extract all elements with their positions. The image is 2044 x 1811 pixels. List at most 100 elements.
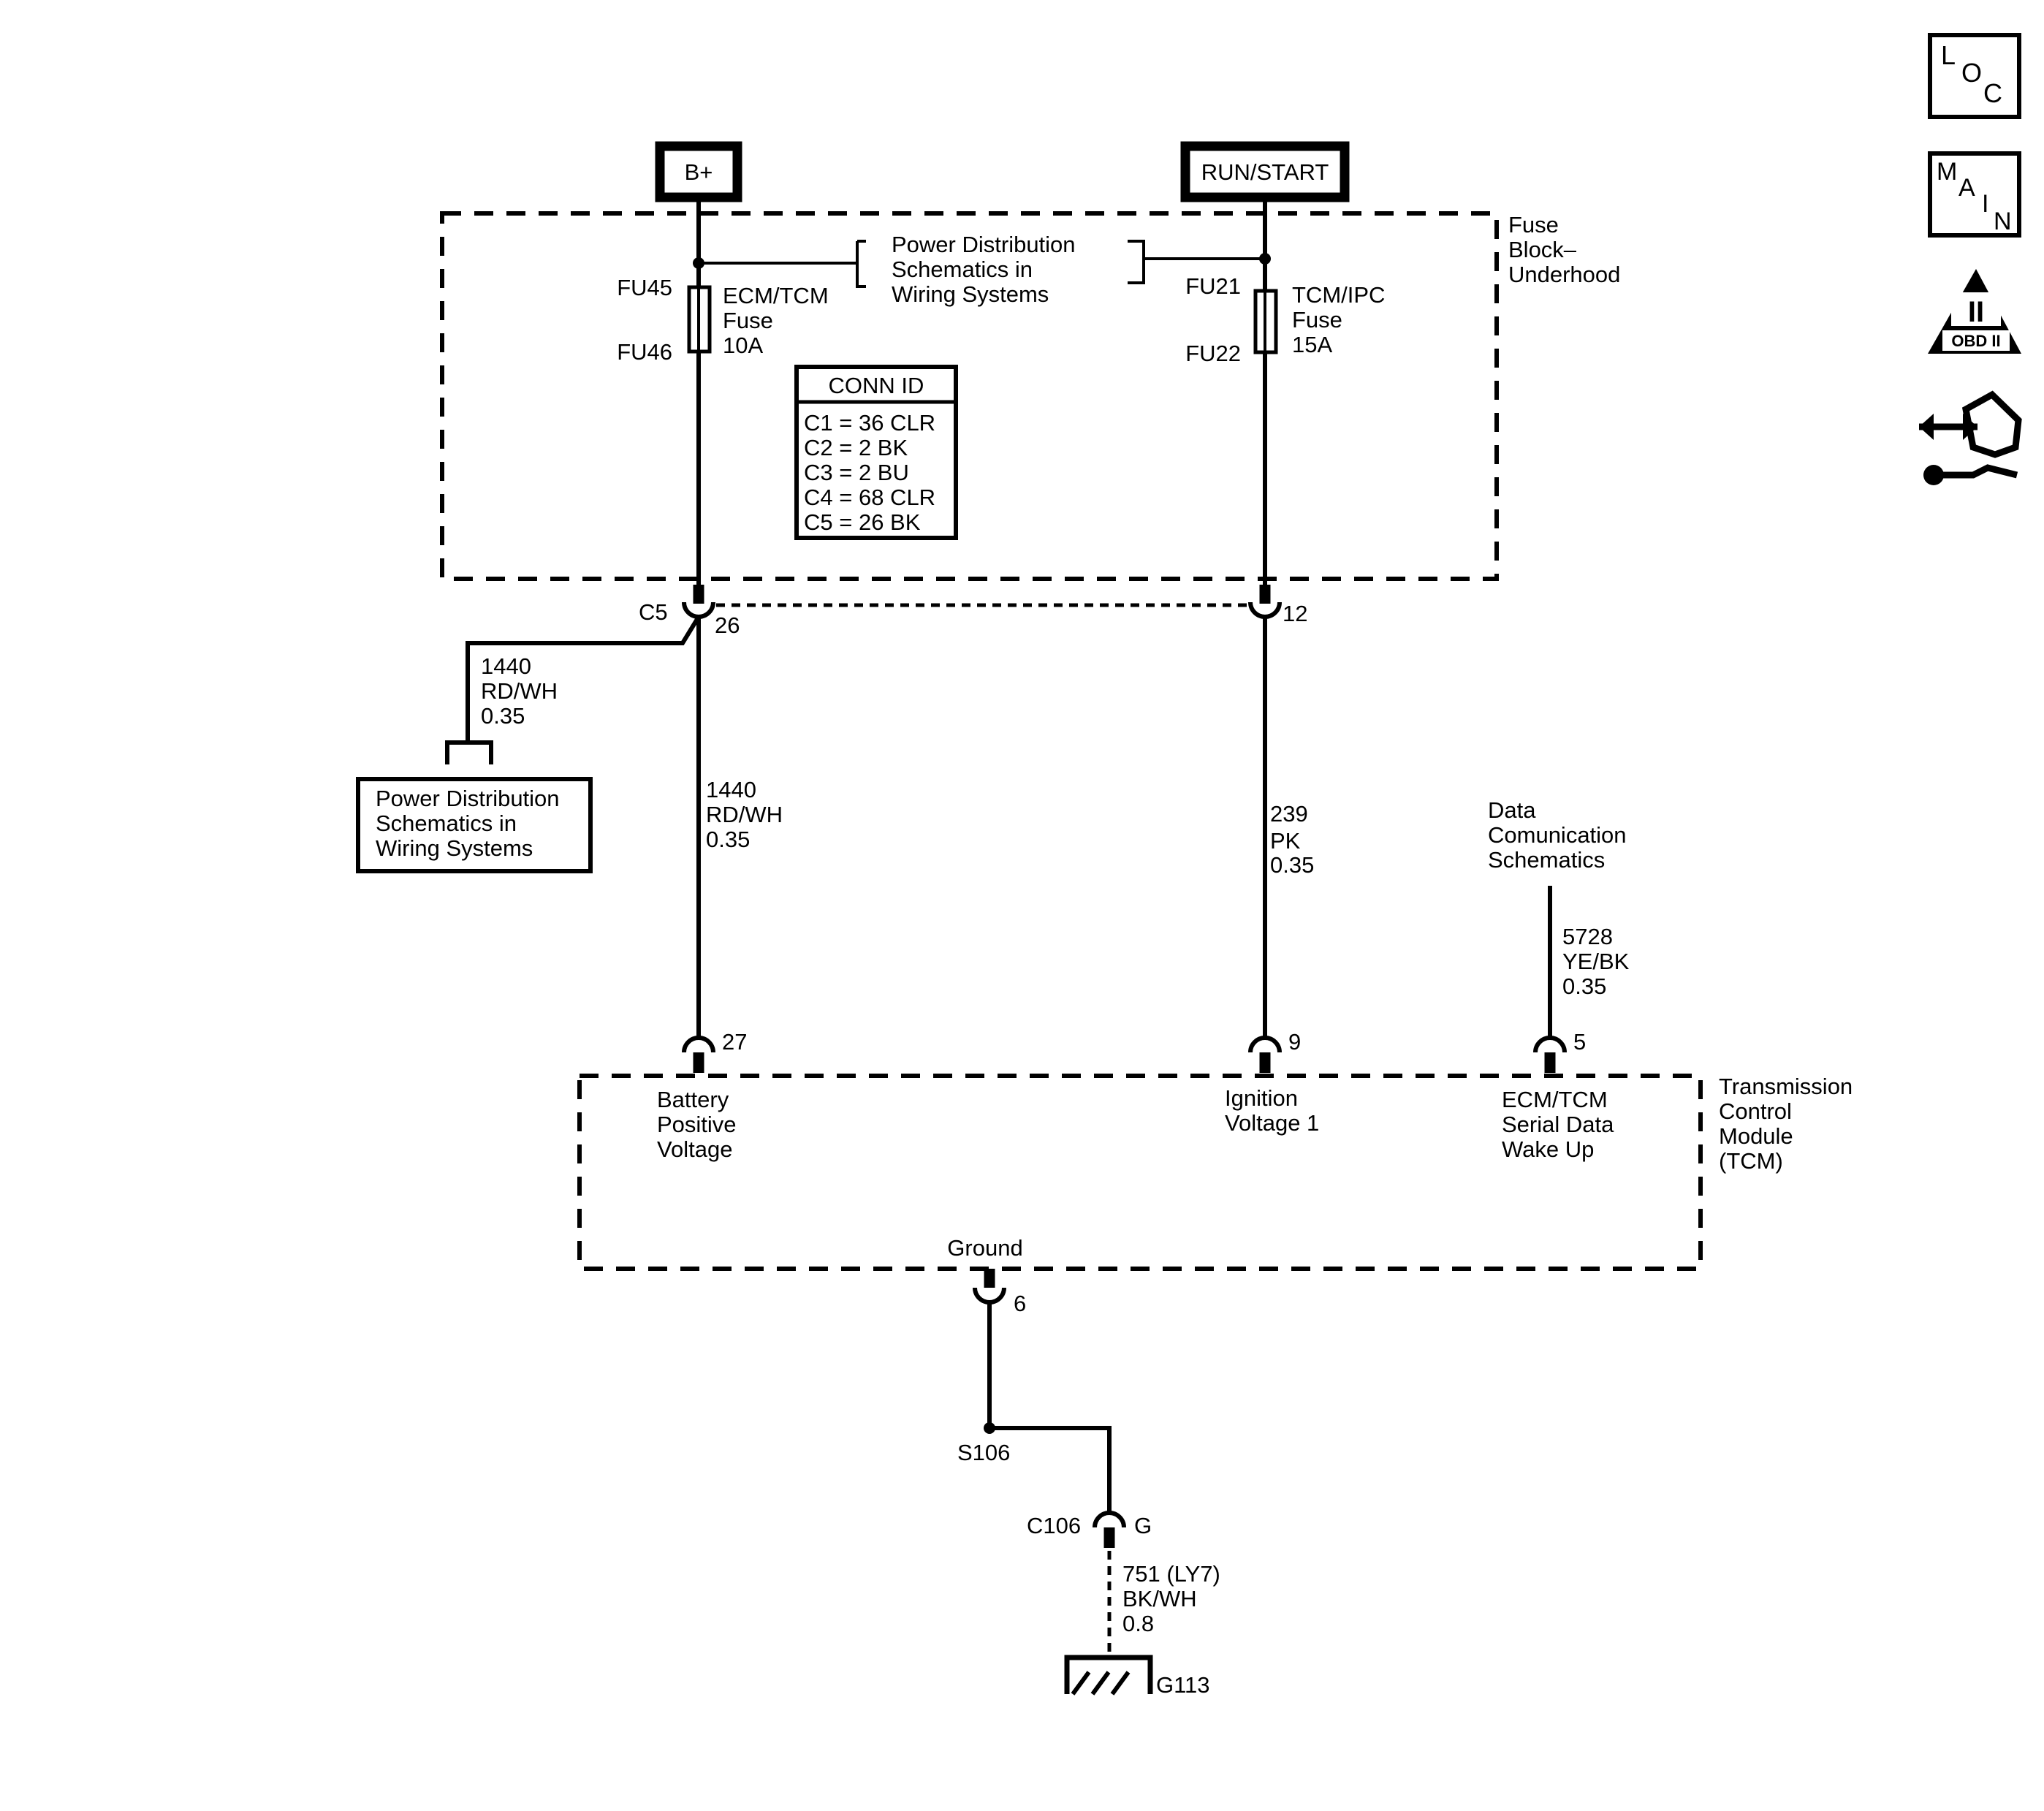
branch-wire-size: 0.35 — [481, 703, 525, 729]
conn-id-row: C4 = 68 CLR — [804, 485, 935, 510]
tcm-input-bat-1: Battery — [657, 1087, 729, 1112]
data-comm-line-1: Data — [1488, 797, 1536, 823]
tcm-input-data-2: Serial Data — [1502, 1112, 1614, 1137]
conn-id-row: C3 = 2 BU — [804, 460, 909, 485]
c5-pin-26-socket — [682, 601, 715, 619]
tcm-ipc-fuse[interactable] — [1253, 289, 1278, 354]
loc-icon[interactable]: L O C — [1928, 33, 2021, 119]
fuse-block-label-1: Fuse — [1508, 212, 1559, 238]
fuse-right-line-2: Fuse — [1292, 307, 1342, 333]
tcm-label-2: Control — [1719, 1098, 1792, 1124]
wire-bat-circuit: 1440 — [706, 777, 756, 802]
wire-ign-circuit: 239 — [1270, 801, 1308, 827]
fuse-block-outline — [440, 211, 1499, 581]
main-icon-m: M — [1937, 158, 1957, 186]
wire-1440-branch[interactable] — [466, 615, 701, 743]
branch-wire-color: RD/WH — [481, 678, 558, 704]
pd-bracket-right — [1128, 240, 1145, 284]
conn-id-row: C5 = 26 BK — [804, 509, 921, 535]
run-start-source[interactable]: RUN/START — [1180, 141, 1350, 202]
ground-wire[interactable] — [987, 1301, 1112, 1513]
pd-top-line-3: Wiring Systems — [892, 281, 1049, 307]
c106-socket — [1093, 1511, 1126, 1528]
tcm-input-ign-1: Ignition — [1225, 1085, 1298, 1111]
tcm-input-ground: Ground — [947, 1235, 1022, 1261]
c5-label: C5 — [639, 599, 668, 625]
conn-id-row: C1 = 36 CLR — [804, 410, 935, 436]
tcm-pin-6-label: 6 — [1014, 1291, 1026, 1316]
tcm-pin-6-socket — [973, 1287, 1006, 1305]
ecm-tcm-fuse[interactable] — [687, 285, 712, 354]
obd-ii-icon[interactable]: II OBD II — [1928, 269, 2021, 354]
fuse-left-top-id: FU45 — [617, 275, 672, 300]
tcm-input-data-3: Wake Up — [1502, 1136, 1594, 1162]
c5-pin-12: 12 — [1283, 601, 1307, 626]
branch-wire-circuit: 1440 — [481, 653, 531, 679]
c106-pin-label: G — [1134, 1513, 1152, 1538]
wire-ground-circuit: 751 (LY7) — [1122, 1561, 1220, 1587]
wire-ground-color: BK/WH — [1122, 1586, 1197, 1611]
fuse-block-label-2: Block– — [1508, 237, 1577, 262]
c5-pin-26: 26 — [715, 612, 740, 638]
power-distribution-ref-bottom[interactable]: Power Distribution Schematics in Wiring … — [356, 777, 593, 873]
tcm-input-data-1: ECM/TCM — [1502, 1087, 1608, 1112]
tcm-label-4: (TCM) — [1719, 1148, 1783, 1174]
tcm-input-bat-3: Voltage — [657, 1136, 732, 1162]
pd-top-line-1: Power Distribution — [892, 232, 1076, 257]
power-distribution-ref-top[interactable]: Power Distribution Schematics in Wiring … — [892, 232, 1076, 307]
run-start-label: RUN/START — [1201, 159, 1329, 185]
fuse-right-line-3: 15A — [1292, 332, 1332, 357]
loc-icon-o: O — [1961, 58, 1982, 88]
main-icon-i: I — [1982, 190, 1988, 218]
fuse-left-bottom-id: FU46 — [617, 339, 672, 365]
tcm-label-1: Transmission — [1719, 1074, 1853, 1099]
tcm-label-3: Module — [1719, 1123, 1793, 1149]
data-communication-ref[interactable]: Data Comunication Schematics — [1488, 797, 1627, 873]
c5-pin-12-socket — [1248, 601, 1282, 619]
obd-icon-label: OBD II — [1951, 332, 2000, 350]
fuse-left-line-1: ECM/TCM — [723, 283, 829, 308]
wire-bat-color: RD/WH — [706, 802, 783, 827]
tcm-pin-5-label: 5 — [1573, 1029, 1586, 1055]
loc-icon-c: C — [1983, 78, 2002, 108]
branch-ref-bracket — [445, 740, 493, 764]
main-icon-n: N — [1994, 208, 2012, 235]
fuse-left-line-2: Fuse — [723, 308, 773, 333]
main-icon[interactable]: M A I N — [1928, 151, 2021, 238]
c106-label: C106 — [1027, 1513, 1081, 1538]
conn-id-row: C2 = 2 BK — [804, 435, 908, 460]
tcm-pin-27-socket — [682, 1036, 715, 1053]
loc-icon-l: L — [1941, 40, 1956, 70]
data-comm-line-3: Schematics — [1488, 847, 1605, 873]
ground-point-label: G113 — [1156, 1672, 1210, 1698]
pd-bottom-line-3: Wiring Systems — [376, 835, 533, 861]
wire-ign-size: 0.35 — [1270, 852, 1314, 878]
tcm-pin-5-socket — [1533, 1036, 1567, 1053]
s106-splice-dot — [984, 1422, 995, 1434]
conn-id-title: CONN ID — [829, 373, 924, 398]
wire-ground-size: 0.8 — [1122, 1611, 1154, 1636]
pd-top-line-2: Schematics in — [892, 257, 1033, 282]
pd-bottom-line-2: Schematics in — [376, 810, 517, 836]
wire-ign-color: PK — [1270, 828, 1301, 854]
fuse-block-label-3: Underhood — [1508, 262, 1620, 287]
wire-bat-size: 0.35 — [706, 827, 750, 852]
pd-bottom-line-1: Power Distribution — [376, 786, 560, 811]
fuse-right-bottom-id: FU22 — [1185, 341, 1241, 366]
data-comm-line-2: Comunication — [1488, 822, 1627, 848]
tcm-input-ign-2: Voltage 1 — [1225, 1110, 1319, 1136]
fuse-right-top-id: FU21 — [1185, 273, 1241, 299]
connector-tool-icon[interactable] — [1919, 390, 2022, 485]
fuse-left-line-3: 10A — [723, 333, 763, 358]
ground-symbol — [1064, 1655, 1153, 1696]
conn-id-table: CONN ID C1 = 36 CLR C2 = 2 BK C3 = 2 BU … — [794, 365, 958, 540]
obd-icon-roman: II — [1968, 296, 1984, 328]
tcm-module[interactable] — [577, 1074, 1703, 1271]
wire-data-color: YE/BK — [1562, 949, 1630, 974]
splice-label: S106 — [957, 1440, 1010, 1465]
tcm-pin-27-label: 27 — [722, 1029, 747, 1055]
tcm-input-bat-2: Positive — [657, 1112, 737, 1137]
main-icon-a: A — [1958, 174, 1975, 202]
wire-data-size: 0.35 — [1562, 973, 1606, 999]
bplus-source[interactable]: B+ — [655, 141, 742, 202]
